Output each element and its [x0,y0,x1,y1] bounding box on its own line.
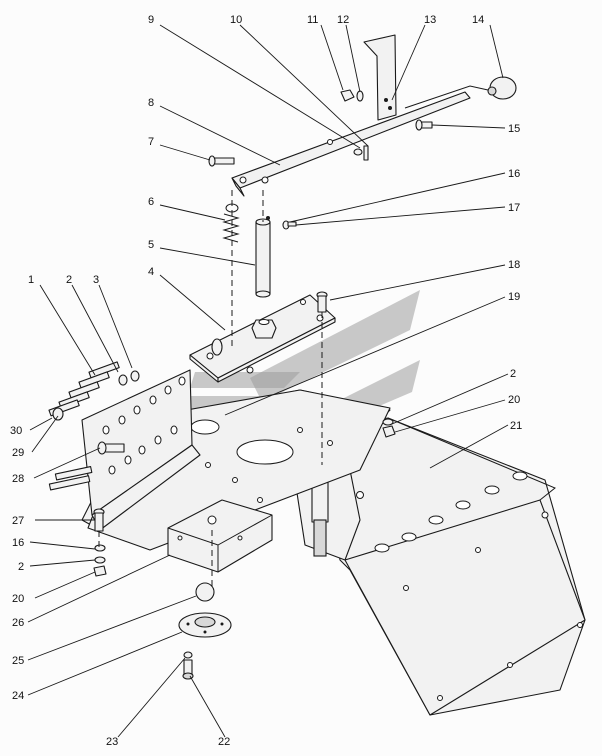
callout-18: 18 [508,259,520,271]
part-8-lever [231,91,471,197]
bolt-set-left [48,361,140,491]
callout-labels: 1 2 3 4 5 6 7 8 9 10 11 12 13 14 15 16 1… [10,14,522,748]
bolt-7 [208,155,235,167]
part-25-ball [195,582,215,602]
bolt-27 [93,508,105,532]
callout-8: 8 [148,97,154,109]
callout-1: 1 [28,274,34,286]
hardware-10-9 [353,145,369,161]
plate-nut [251,319,277,339]
callout-2-right: 2 [510,368,516,380]
callout-25: 25 [12,655,24,667]
callout-10: 10 [230,14,242,26]
part-13-bracket [363,34,397,121]
callout-16-top: 16 [508,168,520,180]
callout-23: 23 [106,736,118,748]
part-22-23-bolt [182,651,194,680]
callout-22: 22 [218,736,230,748]
callout-24: 24 [12,690,24,702]
callout-30: 30 [10,425,22,437]
callout-19: 19 [508,291,520,303]
side-plate-holes [102,376,186,475]
part-24-flange [178,612,232,638]
assembly-axes [98,190,323,590]
callout-27: 27 [12,515,24,527]
callout-14: 14 [472,14,484,26]
housing-holes [374,471,583,701]
callout-26: 26 [12,617,24,629]
callout-20-left: 20 [12,593,24,605]
callout-17: 17 [508,202,520,214]
hardware-11-12 [340,89,364,102]
hardware-2-20-right [382,418,396,438]
callout-15: 15 [508,123,520,135]
bolt-18 [316,291,328,313]
callout-11: 11 [307,14,318,26]
callout-3: 3 [93,274,99,286]
part-26-block [167,499,273,573]
part-21-housing [294,417,586,716]
callout-7: 7 [148,136,154,148]
callout-20-right: 20 [508,394,520,406]
callout-2: 2 [66,274,72,286]
callout-21: 21 [510,420,522,432]
callout-13: 13 [424,14,436,26]
callout-5: 5 [148,239,154,251]
callout-6: 6 [148,196,154,208]
callout-29: 29 [12,447,24,459]
washers-16-2-20-left [93,544,107,577]
callout-4: 4 [148,266,154,278]
callout-9: 9 [148,14,154,26]
callout-16-left: 16 [12,537,24,549]
bolt-28 [97,441,125,455]
part-6-spring [222,203,240,243]
bolt-15 [415,119,433,131]
part-5-pin [255,216,271,298]
callout-12: 12 [337,14,349,26]
callout-2-left: 2 [18,561,24,573]
leader-lines [27,24,509,738]
part-1-side-plate [81,369,201,531]
pin-16-17 [282,220,297,230]
part-14-knob [404,76,517,109]
callout-28: 28 [12,473,24,485]
